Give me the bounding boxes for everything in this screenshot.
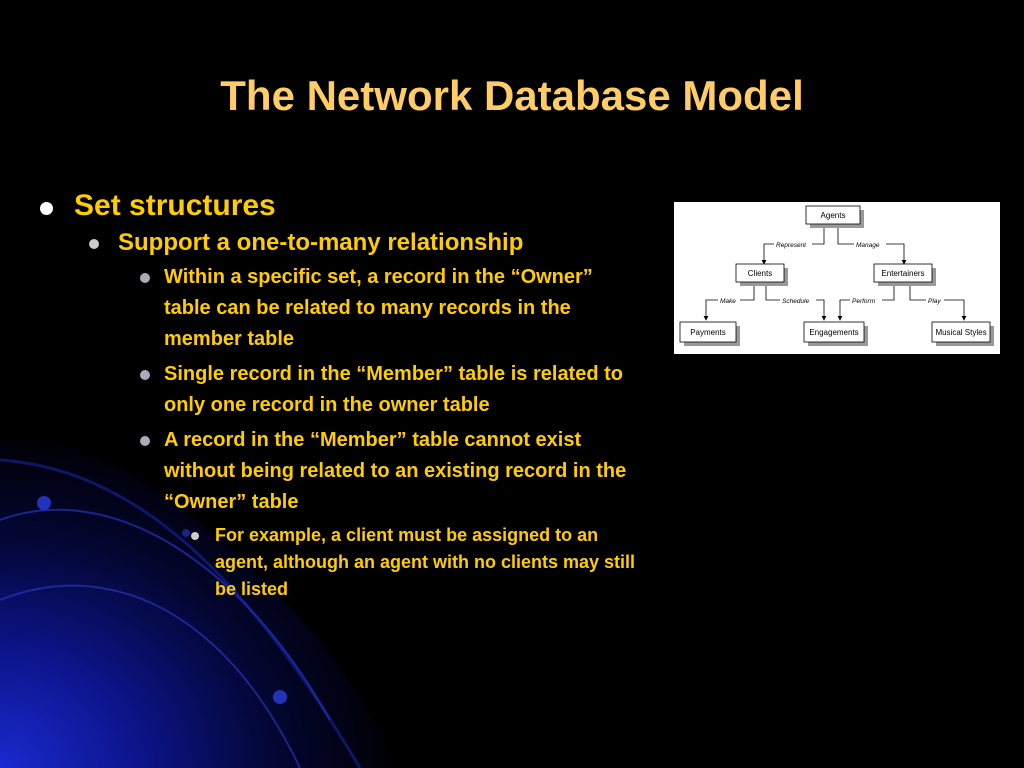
edge-label: Perform [852, 298, 876, 305]
bullet-dot-icon [89, 239, 99, 249]
musical-styles-node: Musical Styles [931, 321, 994, 346]
engagements-node-label: Engagements [809, 328, 858, 337]
payments-node: Payments [679, 321, 740, 346]
bullet-dot-icon [140, 436, 150, 446]
agents-node-label: Agents [821, 211, 846, 220]
slide-title: The Network Database Model [220, 72, 804, 119]
bullet-text: Support a one-to-many relationship [118, 229, 524, 256]
bullet-list: Set structures Support a one-to-many rel… [36, 188, 656, 603]
bullet-dot-icon [40, 202, 53, 215]
bullet-text: Single record in the “Member” table is r… [164, 363, 623, 416]
bullet-dot-icon [191, 532, 199, 540]
bullet-level3: Single record in the “Member” table is r… [36, 359, 644, 421]
clients-node: Clients [735, 263, 788, 286]
bullet-text: A record in the “Member” table cannot ex… [164, 429, 627, 513]
entertainers-node-label: Entertainers [881, 269, 924, 278]
payments-node-label: Payments [690, 328, 726, 337]
engagements-node: Engagements [803, 321, 868, 346]
clients-node-label: Clients [748, 269, 772, 278]
bullet-dot-icon [140, 370, 150, 380]
entertainers-node: Entertainers [873, 263, 936, 286]
bullet-text: Set structures [74, 189, 276, 222]
bullet-dot-icon [140, 273, 150, 283]
bullet-text: Within a specific set, a record in the “… [164, 266, 593, 350]
network-model-diagram: Agents Clients Entertainers Payments Eng [674, 202, 1000, 354]
bullet-level2: Support a one-to-many relationship [36, 228, 656, 258]
edge-label: Schedule [782, 298, 809, 305]
agents-node: Agents [805, 205, 864, 228]
bullet-level3: Within a specific set, a record in the “… [36, 262, 644, 355]
edge-label: Represent [776, 242, 807, 249]
edge-label: Make [720, 298, 736, 305]
musical-styles-node-label: Musical Styles [935, 328, 986, 337]
bullet-level1: Set structures [36, 188, 656, 224]
edge-label: Play [928, 298, 941, 305]
edge-label: Manage [856, 242, 880, 249]
bullet-level4: For example, a client must be assigned t… [36, 522, 655, 603]
bullet-level3: A record in the “Member” table cannot ex… [36, 425, 644, 518]
bullet-text: For example, a client must be assigned t… [215, 525, 636, 599]
